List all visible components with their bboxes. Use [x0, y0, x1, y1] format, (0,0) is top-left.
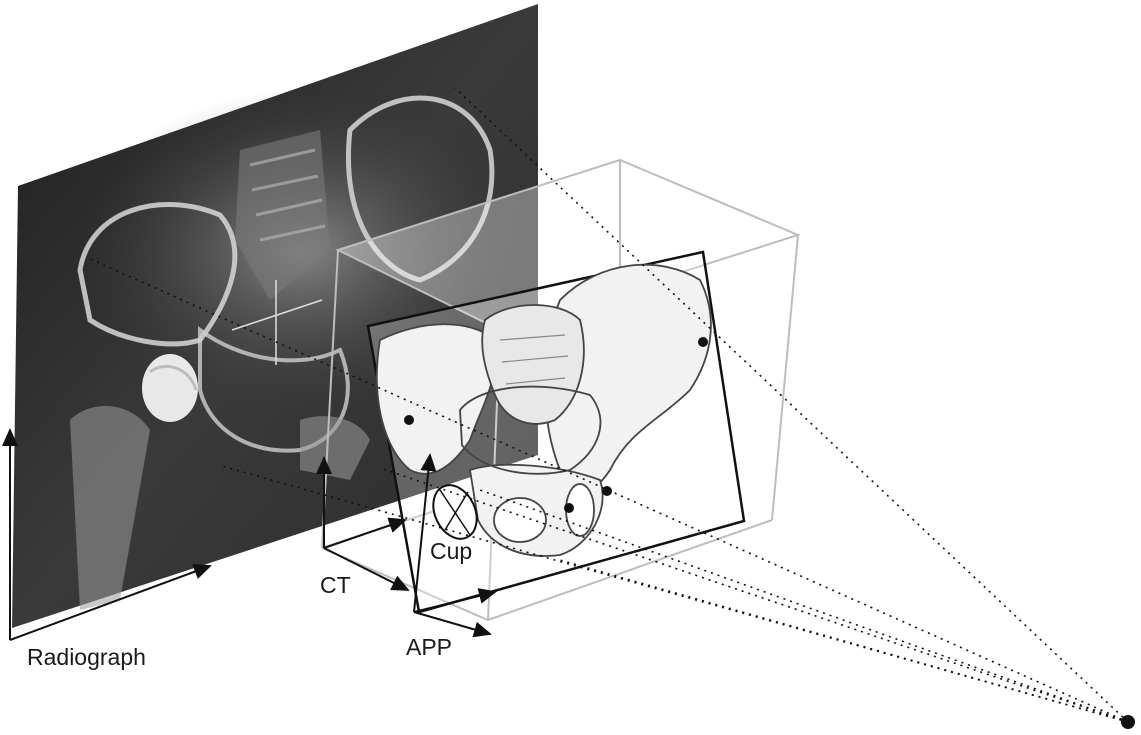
cup-label: Cup	[430, 538, 473, 564]
radiograph-axes	[1, 428, 212, 641]
pelvis-model	[375, 263, 712, 557]
ct-axes	[316, 456, 410, 591]
landmark-dot-icon	[602, 486, 612, 496]
landmark-dot-icon	[564, 503, 574, 513]
landmark-dot-icon	[698, 337, 708, 347]
acetabular-cup	[432, 484, 478, 540]
source-point-icon	[1121, 715, 1135, 729]
landmarks	[404, 337, 708, 513]
radiograph-label: Radiograph	[27, 644, 146, 670]
app-label: APP	[406, 634, 453, 660]
app-axes	[413, 453, 497, 638]
ct-label: CT	[320, 572, 351, 598]
projection-rays	[87, 87, 1129, 723]
landmark-dot-icon	[404, 415, 414, 425]
